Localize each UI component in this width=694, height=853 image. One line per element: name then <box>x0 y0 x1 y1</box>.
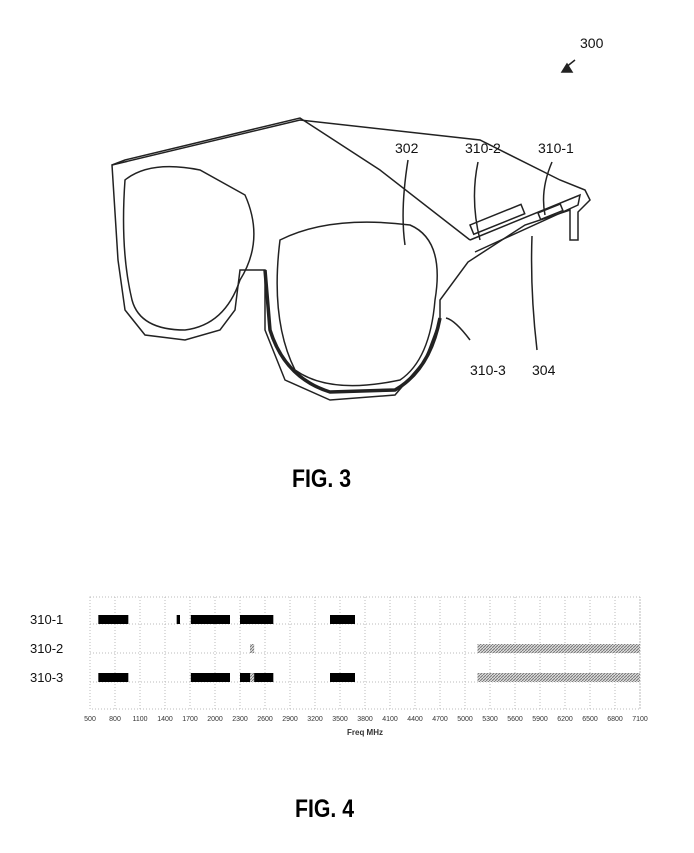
x-tick-label: 6500 <box>582 716 598 723</box>
band-310-1 <box>98 615 129 624</box>
ref-310-3: 310-3 <box>470 362 506 378</box>
x-tick-label: 5000 <box>457 716 473 723</box>
band-310-1 <box>240 615 274 624</box>
frequency-chart: 500 800 1100 1400 1700 2000 2300 2600 2900 3200 35… <box>30 596 648 737</box>
ref-300: 300 <box>580 35 604 51</box>
x-tick-label: 5300 <box>482 716 498 723</box>
left-lens <box>122 165 255 331</box>
row-label-310-3: 310-3 <box>30 670 63 685</box>
fig3-caption: FIG. 3 <box>292 465 352 493</box>
x-tick-label: 2600 <box>257 716 273 723</box>
x-tick-label: 1100 <box>132 716 147 723</box>
sensor-310-2 <box>469 203 526 236</box>
fig4-caption: FIG. 4 <box>295 795 355 823</box>
band-310-3 <box>240 673 250 682</box>
band-310-3 <box>330 673 355 682</box>
x-tick-label: 5900 <box>532 716 548 723</box>
x-tick-label: 6200 <box>557 716 573 723</box>
x-tick-label: 800 <box>109 716 121 723</box>
x-tick-label: 1400 <box>157 716 173 723</box>
x-tick-label: 3500 <box>332 716 348 723</box>
x-tick-label: 2000 <box>207 716 223 723</box>
x-tick-label: 5600 <box>507 716 523 723</box>
ref-310-2: 310-2 <box>465 140 501 156</box>
sensor-310-1 <box>537 203 564 221</box>
band-310-1 <box>190 615 230 624</box>
x-tick-label: 2300 <box>232 716 248 723</box>
row-label-310-2: 310-2 <box>30 641 63 656</box>
band-310-1 <box>176 615 180 624</box>
x-axis-label: Freq MHz <box>347 728 383 737</box>
band-310-3 <box>250 673 255 682</box>
row-label-310-1: 310-1 <box>30 612 63 627</box>
ref-302: 302 <box>395 140 419 156</box>
x-tick-label: 500 <box>84 716 96 723</box>
ref-310-1: 310-1 <box>538 140 574 156</box>
x-tick-label: 3200 <box>307 716 323 723</box>
band-310-2 <box>477 644 640 653</box>
band-310-3 <box>190 673 230 682</box>
x-tick-label: 3800 <box>357 716 373 723</box>
x-tick-label: 6800 <box>607 716 623 723</box>
eyeglasses-drawing <box>111 59 591 401</box>
right-lens <box>276 221 438 387</box>
ref-304: 304 <box>532 362 556 378</box>
x-tick-label: 4700 <box>432 716 448 723</box>
x-tick-label: 4100 <box>382 716 398 723</box>
x-tick-label: 7100 <box>632 716 648 723</box>
x-tick-label: 1700 <box>182 716 198 723</box>
arrow-icon <box>560 59 576 73</box>
band-310-3 <box>477 673 640 682</box>
band-310-2 <box>250 644 255 653</box>
band-310-3 <box>98 673 129 682</box>
x-tick-label: 2900 <box>282 716 298 723</box>
x-tick-label: 4400 <box>407 716 423 723</box>
band-310-3 <box>254 673 274 682</box>
band-310-1 <box>330 615 355 624</box>
